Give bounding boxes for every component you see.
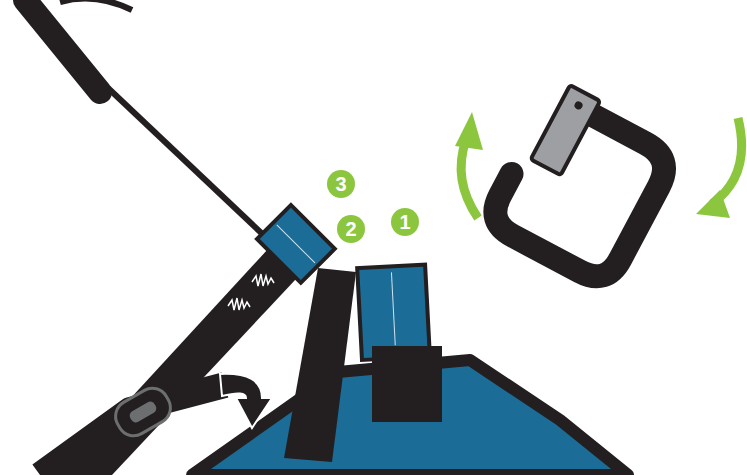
stitching (228, 274, 274, 310)
handle (25, 0, 100, 92)
rotation-arrow (712, 118, 742, 204)
rotation-arrow (461, 140, 478, 218)
carabiner (486, 80, 681, 285)
ring (60, 0, 132, 10)
strap (284, 268, 356, 462)
strap-cuff (372, 346, 442, 422)
strap-tip (357, 265, 430, 360)
strap-tip (257, 205, 335, 283)
callout-text: 3 (335, 174, 346, 194)
strap-end-arrow (220, 374, 272, 428)
buckle (110, 382, 176, 441)
callout-text: 2 (345, 219, 356, 239)
arrowhead (696, 190, 730, 218)
callout-text: 1 (399, 212, 410, 232)
callout-number: 1 (391, 208, 419, 236)
arrowhead (455, 112, 483, 150)
callout-number: 3 (327, 170, 355, 198)
callout-number: 2 (337, 215, 365, 243)
